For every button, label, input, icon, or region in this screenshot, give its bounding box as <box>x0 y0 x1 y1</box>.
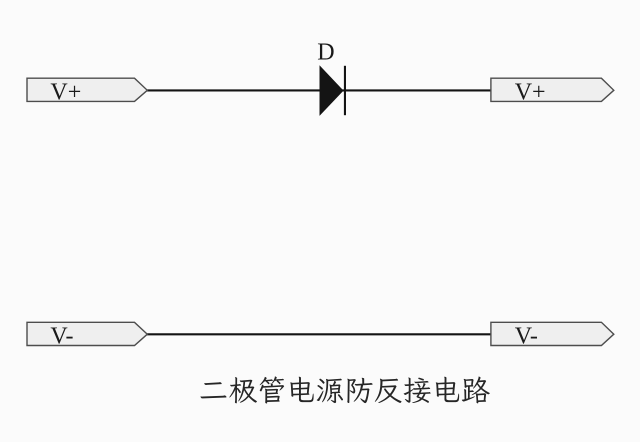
svg-text:V-: V- <box>515 324 538 350</box>
svg-text:V+: V+ <box>50 80 81 106</box>
svg-text:V-: V- <box>50 324 73 350</box>
svg-text:V+: V+ <box>515 80 546 106</box>
svg-text:D: D <box>317 40 334 66</box>
